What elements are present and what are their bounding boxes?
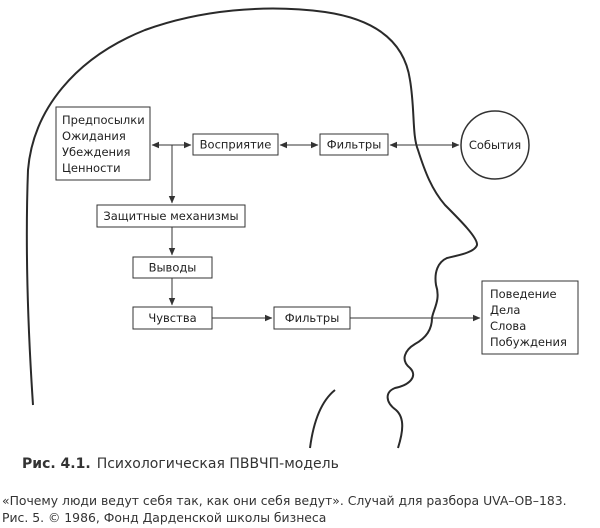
behavior-item: Дела [490, 303, 520, 317]
figure-caption: Рис. 4.1. Психологическая ПВВЧП-модель [22, 456, 339, 472]
defenses-box: Защитные механизмы [96, 204, 246, 228]
figure-number: Рис. 4.1. [22, 456, 91, 472]
behavior-item: Поведение [490, 287, 557, 301]
filters-top-label: Фильтры [327, 138, 382, 152]
feelings-box: Чувства [132, 306, 213, 330]
beliefs-item: Ожидания [62, 129, 126, 143]
perception-label: Восприятие [200, 138, 272, 152]
beliefs-item: Ценности [62, 161, 121, 175]
beliefs-item: Убеждения [62, 145, 130, 159]
behavior-item: Побуждения [490, 335, 567, 349]
filters-top-box: Фильтры [319, 133, 389, 156]
conclusions-box: Выводы [132, 256, 213, 279]
source-line-2: Рис. 5. © 1986, Фонд Дарденской школы би… [2, 510, 327, 525]
filters-bottom-label: Фильтры [285, 311, 340, 325]
events-label: События [469, 138, 521, 152]
beliefs-item: Предпосылки [62, 113, 145, 127]
behavior-item: Слова [490, 319, 526, 333]
neck-line [309, 389, 336, 449]
defenses-label: Защитные механизмы [103, 209, 238, 223]
figure-title: Психологическая ПВВЧП-модель [96, 456, 339, 472]
events-circle: События [460, 110, 530, 180]
filters-bottom-box: Фильтры [273, 306, 351, 330]
beliefs-box: Предпосылки Ожидания Убеждения Ценности [55, 106, 151, 181]
psychological-model-diagram: Предпосылки Ожидания Убеждения Ценности … [25, 7, 579, 449]
conclusions-label: Выводы [149, 261, 197, 275]
source-line-1: «Почему люди ведут себя так, как они себ… [2, 493, 567, 508]
feelings-label: Чувства [148, 311, 196, 325]
figure-source: «Почему люди ведут себя так, как они себ… [2, 492, 567, 526]
perception-box: Восприятие [192, 133, 279, 156]
behavior-box: Поведение Дела Слова Побуждения [481, 280, 579, 355]
head-silhouette [25, 7, 478, 449]
